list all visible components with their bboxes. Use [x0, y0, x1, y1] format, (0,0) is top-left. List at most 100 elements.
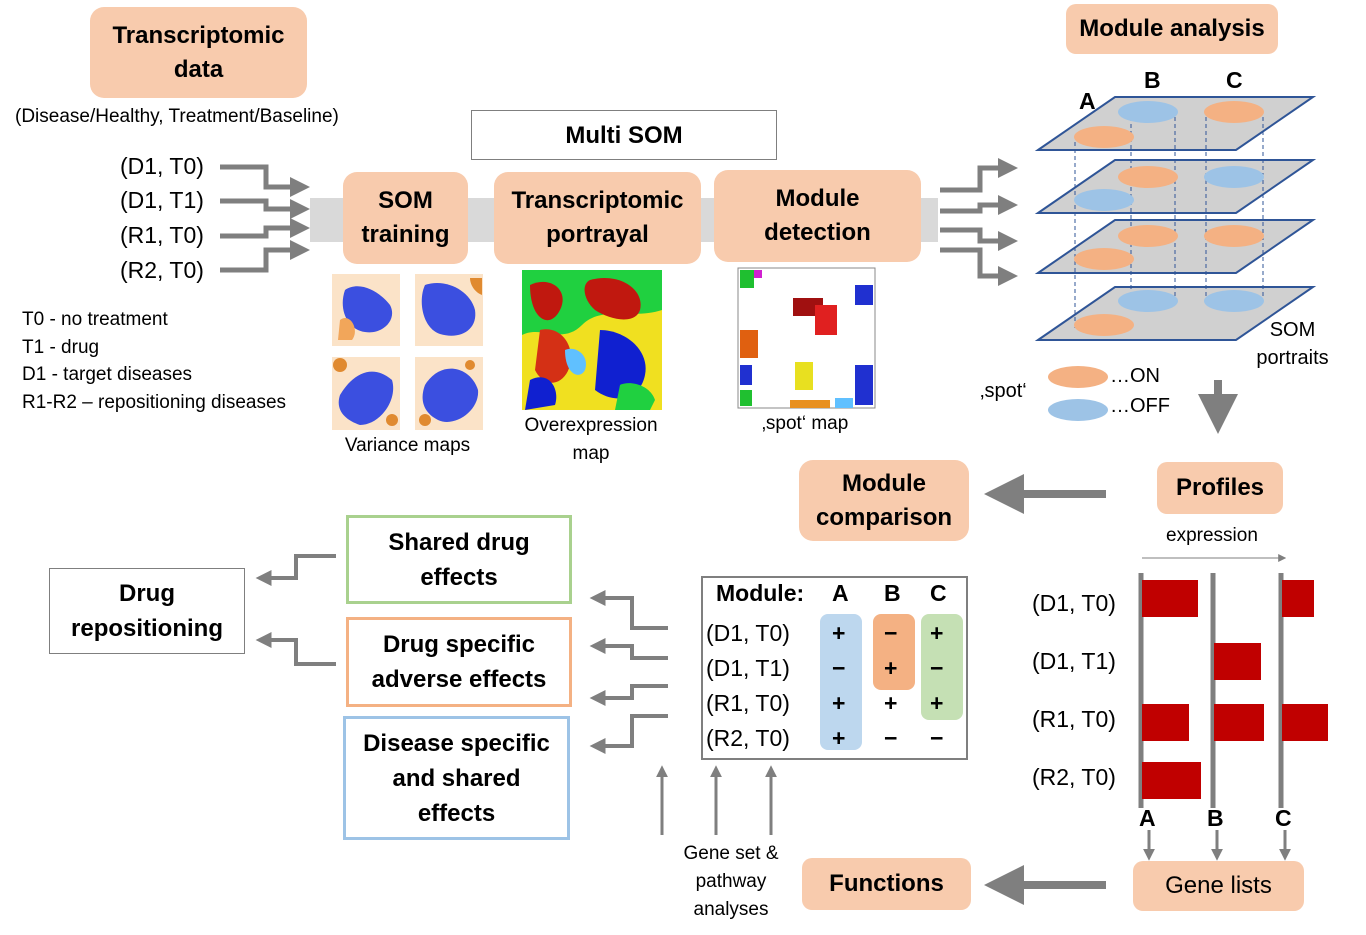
- overexpression-map: [522, 270, 662, 410]
- legend-d1: D1 - target diseases: [22, 364, 193, 385]
- som-training-box: SOM training: [343, 172, 468, 264]
- gene-lists-box: Gene lists: [1133, 861, 1304, 911]
- profiles-box: Profiles: [1157, 462, 1283, 514]
- table-header: Module:: [716, 580, 805, 606]
- spot-map: [737, 267, 876, 409]
- drug-specific-effects-label: Drug specific adverse effects: [371, 631, 547, 693]
- effect-arrows: [589, 590, 668, 754]
- legend-r1r2: R1-R2 – repositioning diseases: [22, 392, 287, 413]
- transcriptomic-data-title: Transcriptomic data: [112, 21, 285, 83]
- table-row-label: (D1, T0): [706, 620, 790, 646]
- module-detection-label: Module detection: [764, 185, 871, 246]
- table-cell: +: [930, 620, 944, 646]
- table-cell: −: [930, 655, 944, 681]
- label-a: A: [1079, 88, 1096, 114]
- profile-bar: [1214, 643, 1261, 680]
- profile-bar: [1282, 704, 1328, 741]
- som-portrait-spots: [1074, 101, 1264, 336]
- input-sample-1: (D1, T0): [120, 153, 204, 179]
- gene-list-arrows: [1143, 830, 1291, 861]
- profiles-title: Profiles: [1175, 474, 1265, 501]
- table-row-label: (R2, T0): [706, 725, 790, 751]
- profile-bars: [1142, 580, 1328, 799]
- profile-row-1: (D1, T0): [1032, 590, 1116, 616]
- variance-maps: [332, 274, 483, 430]
- module-analysis-title-box: Module analysis: [1066, 4, 1278, 54]
- column-c-highlight: [921, 614, 963, 720]
- gene-set-caption: Gene set & pathway analyses: [683, 843, 779, 920]
- input-sample-3: (R1, T0): [120, 222, 204, 248]
- spot-on-label: …ON: [1110, 365, 1160, 387]
- table-col-b: B: [884, 580, 901, 606]
- profile-bar: [1142, 762, 1201, 799]
- profile-col-c: C: [1275, 805, 1292, 831]
- input-sample-2: (D1, T1): [120, 187, 204, 213]
- spot-off-label: …OFF: [1110, 395, 1170, 417]
- table-col-a: A: [832, 580, 849, 606]
- legend-t0: T0 - no treatment: [22, 309, 168, 330]
- profile-bar: [1142, 704, 1189, 741]
- gene-set-arrows: [656, 765, 777, 835]
- gene-lists-label: Gene lists: [1165, 872, 1272, 899]
- som-portraits-label: SOM portraits: [1256, 319, 1329, 369]
- transcriptomic-data-box: Transcriptomic data: [90, 7, 307, 98]
- functions-label: Functions: [829, 870, 944, 897]
- table-cell: −: [884, 620, 898, 646]
- profile-row-4: (R2, T0): [1032, 764, 1116, 790]
- profile-bar: [1142, 580, 1198, 617]
- disease-effects-label: Disease specific and shared effects: [363, 729, 550, 827]
- disease-effects-box: Disease specific and shared effects: [343, 716, 570, 840]
- table-cell: −: [930, 725, 944, 751]
- table-cell: +: [884, 655, 898, 681]
- table-cell: +: [884, 690, 898, 716]
- variance-maps-caption: Variance maps: [344, 435, 471, 456]
- drug-repositioning-box: Drug repositioning: [49, 568, 245, 654]
- module-detection-box: Module detection: [714, 170, 921, 262]
- expression-axis-label: expression: [1166, 525, 1258, 546]
- drug-specific-effects-box: Drug specific adverse effects: [346, 617, 572, 707]
- som-portrait-dashes: [1074, 110, 1264, 330]
- module-comparison-title: Module comparison: [815, 469, 953, 531]
- label-c: C: [1226, 67, 1243, 93]
- profile-col-a: A: [1139, 805, 1156, 831]
- spot-map-caption: ‚spot‘ map: [761, 413, 849, 434]
- som-training-label: SOM training: [361, 187, 450, 248]
- spot-label: ‚spot‘: [980, 380, 1027, 402]
- table-cell: +: [832, 620, 846, 646]
- label-b: B: [1144, 67, 1161, 93]
- column-b-highlight: [873, 614, 915, 690]
- profile-bar: [1214, 704, 1264, 741]
- shared-drug-effects-box: Shared drug effects: [346, 515, 572, 604]
- transcriptomic-portrayal-label: Transcriptomic portrayal: [511, 187, 684, 248]
- functions-box: Functions: [802, 858, 971, 910]
- output-arrows: [940, 158, 1018, 286]
- input-subtitle: (Disease/Healthy, Treatment/Baseline): [15, 106, 339, 127]
- drug-repositioning-label: Drug repositioning: [71, 580, 223, 642]
- input-arrows: [220, 164, 310, 273]
- table-cell: −: [832, 655, 846, 681]
- legend-t1: T1 - drug: [22, 337, 100, 358]
- overexpression-caption: Overexpression map: [524, 415, 658, 464]
- profile-row-2: (D1, T1): [1032, 648, 1116, 674]
- column-a-highlight: [820, 614, 862, 750]
- module-analysis-title: Module analysis: [1079, 15, 1265, 42]
- profile-bar: [1282, 580, 1314, 617]
- spot-legend: [1048, 366, 1108, 421]
- profile-col-b: B: [1207, 805, 1224, 831]
- repositioning-arrows: [255, 554, 336, 666]
- table-cell: +: [832, 690, 846, 716]
- profile-row-3: (R1, T0): [1032, 706, 1116, 732]
- table-row-label: (D1, T1): [706, 655, 790, 681]
- table-row-label: (R1, T0): [706, 690, 790, 716]
- multi-som-title: Multi SOM: [471, 110, 777, 160]
- shared-drug-effects-label: Shared drug effects: [388, 528, 530, 591]
- table-cell: +: [832, 725, 846, 751]
- table-cell: −: [884, 725, 898, 751]
- transcriptomic-portrayal-box: Transcriptomic portrayal: [494, 172, 701, 264]
- table-col-c: C: [930, 580, 947, 606]
- profile-axes: [1138, 573, 1284, 808]
- table-cell: +: [930, 690, 944, 716]
- module-comparison-box: Module comparison: [799, 460, 969, 541]
